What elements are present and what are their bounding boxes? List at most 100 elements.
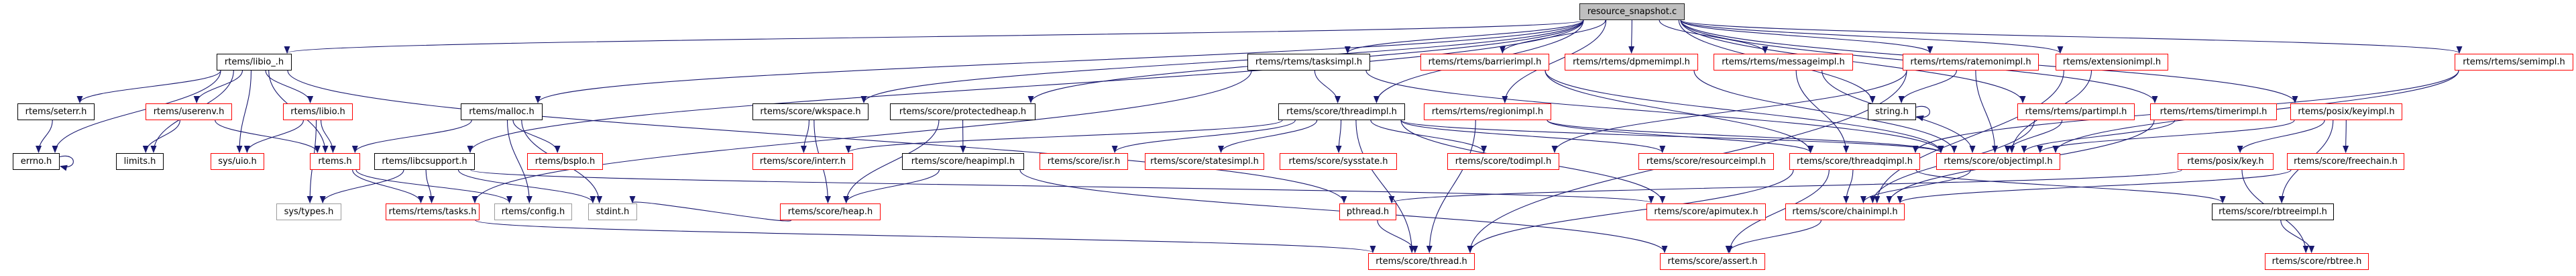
include-edge [1111,120,1296,153]
graph-node-seterr[interactable]: rtems/seterr.h [17,103,95,120]
include-edge [319,169,404,203]
graph-node-todimpl[interactable]: rtems/score/todimpl.h [1447,153,1559,170]
graph-node-objectimpl[interactable]: rtems/score/objectimpl.h [1936,153,2060,170]
graph-node-heapimpl[interactable]: rtems/score/heapimpl.h [902,153,1024,170]
include-edge [2237,120,2325,153]
include-edge [1874,70,2064,203]
graph-node-systypes[interactable]: sys/types.h [276,203,341,220]
include-edge [843,120,940,203]
graph-node-threadimpl[interactable]: rtems/score/threadimpl.h [1278,103,1405,120]
include-edge [1551,70,1907,153]
include-edge [467,19,1584,153]
graph-node-rbtreeimpl[interactable]: rtems/score/rbtreeimpl.h [2212,203,2334,220]
graph-node-limits[interactable]: limits.h [116,153,164,170]
include-edge [1680,19,1934,54]
include-edge [470,169,1654,203]
graph-node-resourceimpl[interactable]: rtems/score/resourceimpl.h [1638,153,1774,170]
include-edge [36,120,53,153]
graph-node-uio[interactable]: sys/uio.h [211,153,264,170]
include-edge [355,169,512,203]
graph-node-dpmemimpl[interactable]: rtems/rtems/dpmemimpl.h [1565,54,1698,71]
graph-node-pthread[interactable]: pthread.h [1339,203,1396,220]
self-include-edge [59,155,74,171]
graph-node-libio_[interactable]: rtems/libio_.h [217,54,292,71]
graph-node-config[interactable]: rtems/config.h [494,203,572,220]
include-edge [535,19,1584,103]
graph-node-statesimpl[interactable]: rtems/score/statesimpl.h [1145,153,1264,170]
graph-node-rtems[interactable]: rtems.h [310,153,360,170]
include-edge [845,120,1283,153]
graph-node-tasksimpl[interactable]: rtems/rtems/tasksimpl.h [1247,54,1370,71]
graph-node-key[interactable]: rtems/posix/key.h [2178,153,2274,170]
graph-node-chainimpl[interactable]: rtems/score/chainimpl.h [1785,203,1905,220]
include-edge [1502,19,1607,103]
graph-node-assert[interactable]: rtems/score/assert.h [1660,253,1765,270]
include-edge [2280,220,2315,253]
include-edge [352,169,424,203]
graph-node-stdint[interactable]: stdint.h [588,203,637,220]
include-edge [1726,169,1830,253]
include-edge [1795,70,1850,153]
graph-node-interr[interactable]: rtems/score/interr.h [752,153,853,170]
graph-node-regionimpl[interactable]: rtems/rtems/regionimpl.h [1424,103,1551,120]
include-edge [457,169,596,203]
graph-node-libio[interactable]: rtems/libio.h [283,103,353,120]
self-include-edge [1915,105,1930,122]
graph-node-extensionimpl[interactable]: rtems/extensionimpl.h [2056,54,2168,71]
include-edge [351,120,472,153]
graph-node-userenv[interactable]: rtems/userenv.h [146,103,232,120]
include-edge [1467,169,1794,253]
include-edge [1975,70,1999,153]
graph-node-protectedheap[interactable]: rtems/score/protectedheap.h [890,103,1035,120]
include-edge [1400,120,1944,153]
include-edge [1345,19,1584,54]
include-edge [1365,70,1944,153]
include-edge [2037,120,2295,153]
graph-node-heap[interactable]: rtems/score/heap.h [780,203,881,220]
include-edge [425,169,435,203]
include-edge [1377,220,1418,253]
include-edge [1547,120,1814,153]
include-edge [1897,169,2292,203]
include-edge [860,19,1584,103]
graph-node-apimutex[interactable]: rtems/score/apimutex.h [1646,203,1766,220]
include-edge [1335,120,1342,153]
graph-node-threadqimpl[interactable]: rtems/score/threadqimpl.h [1789,153,1920,170]
include-edge [1725,220,1822,253]
include-edge [193,70,243,103]
include-edge [2021,120,2176,153]
graph-node-keyimpl[interactable]: rtems/posix/keyimpl.h [2290,103,2402,120]
graph-node-sysstate[interactable]: rtems/score/sysstate.h [1280,153,1397,170]
include-edge [1915,169,2226,203]
graph-node-rtemstasks[interactable]: rtems/rtems/tasks.h [386,203,480,220]
include-edge [1680,19,2462,54]
include-edge [471,70,1252,203]
include-edge [1898,70,1957,103]
graph-node-isr[interactable]: rtems/score/isr.h [1040,153,1128,170]
graph-node-freechain[interactable]: rtems/score/freechain.h [2287,153,2404,170]
graph-node-errno[interactable]: errno.h [13,153,60,170]
graph-node-string[interactable]: string.h [1868,103,1916,120]
graph-node-thread[interactable]: rtems/score/thread.h [1368,253,1475,270]
graph-node-libcsupport[interactable]: rtems/libcsupport.h [374,153,475,170]
graph-node-barrierimpl[interactable]: rtems/rtems/barrierimpl.h [1420,54,1549,71]
include-edge [321,120,336,153]
include-edge [1400,120,1666,153]
graph-node-ratemonimpl[interactable]: rtems/rtems/ratemonimpl.h [1903,54,2039,71]
graph-node-semimpl[interactable]: rtems/rtems/semimpl.h [2455,54,2573,71]
graph-node-partimpl[interactable]: rtems/rtems/partimpl.h [2017,103,2135,120]
graph-node-timerimpl[interactable]: rtems/rtems/timerimpl.h [2150,103,2277,120]
graph-node-bspio[interactable]: rtems/bspIo.h [527,153,603,170]
include-edge [475,220,1376,253]
include-edge [52,70,221,153]
graph-node-messageimpl[interactable]: rtems/rtems/messageimpl.h [1714,54,1853,71]
graph-node-wkspace[interactable]: rtems/score/wkspace.h [752,103,869,120]
include-edge [843,169,940,203]
graph-node-rbtree[interactable]: rtems/score/rbtree.h [2265,253,2369,270]
include-edge [1218,120,1318,153]
graph-node-malloc[interactable]: rtems/malloc.h [461,103,543,120]
include-edge [76,70,221,103]
include-edge [1355,120,1415,253]
